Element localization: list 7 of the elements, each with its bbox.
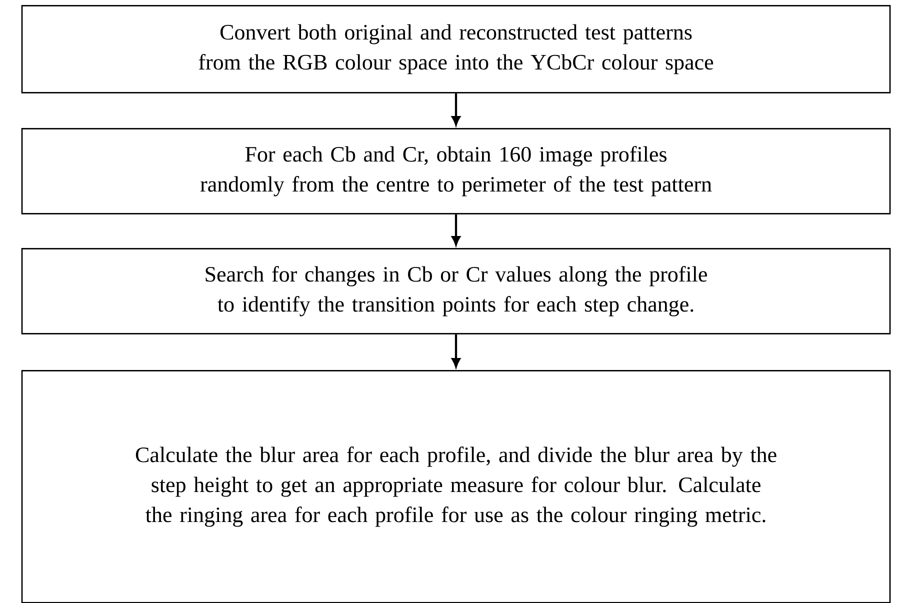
arrow — [452, 214, 460, 246]
arrow — [452, 334, 460, 368]
process-box: Search for changes in Cb or Cr values along the profile to identify the transition points for each step change. — [21, 248, 891, 334]
process-box: For each Cb and Cr, obtain 160 image profiles randomly from the centre to perimeter of the test pattern — [21, 128, 891, 214]
process-box: Convert both original and reconstructed test patterns from the RGB colour space into the YCbCr colour space — [21, 5, 891, 94]
process-box: Calculate the blur area for each profile, and divide the blur area by the step height to get an appropriate measure for colour blur. Calculate the ringing area for each profile for use as the colour ringing metric. — [21, 370, 891, 603]
arrow — [452, 93, 460, 126]
